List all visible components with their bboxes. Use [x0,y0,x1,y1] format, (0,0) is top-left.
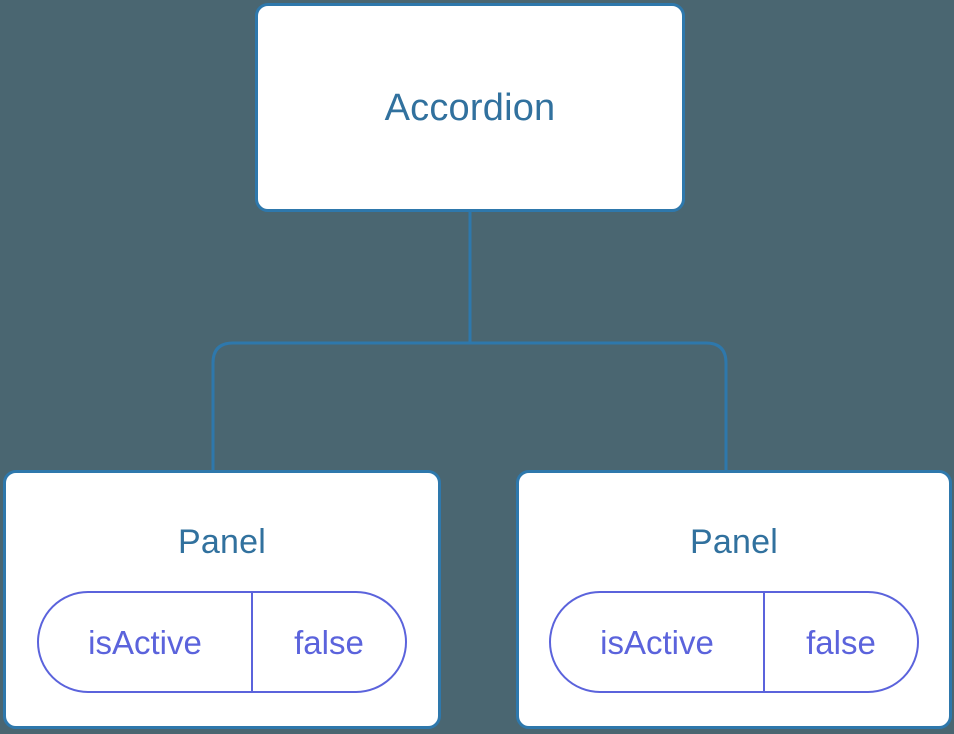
node-title: Panel [690,523,778,561]
prop-pill[interactable]: isActive false [37,591,407,693]
node-title: Accordion [384,86,556,129]
node-panel-2[interactable]: Panel isActive false [516,470,952,729]
node-accordion[interactable]: Accordion [255,3,685,212]
prop-value: false [806,623,876,661]
prop-pill[interactable]: isActive false [549,591,919,693]
prop-value: false [294,623,364,661]
prop-key: isActive [39,593,253,691]
prop-key: isActive [551,593,765,691]
connector-branch-bus [211,341,728,478]
node-title: Panel [178,523,266,561]
node-panel-1[interactable]: Panel isActive false [3,470,441,729]
